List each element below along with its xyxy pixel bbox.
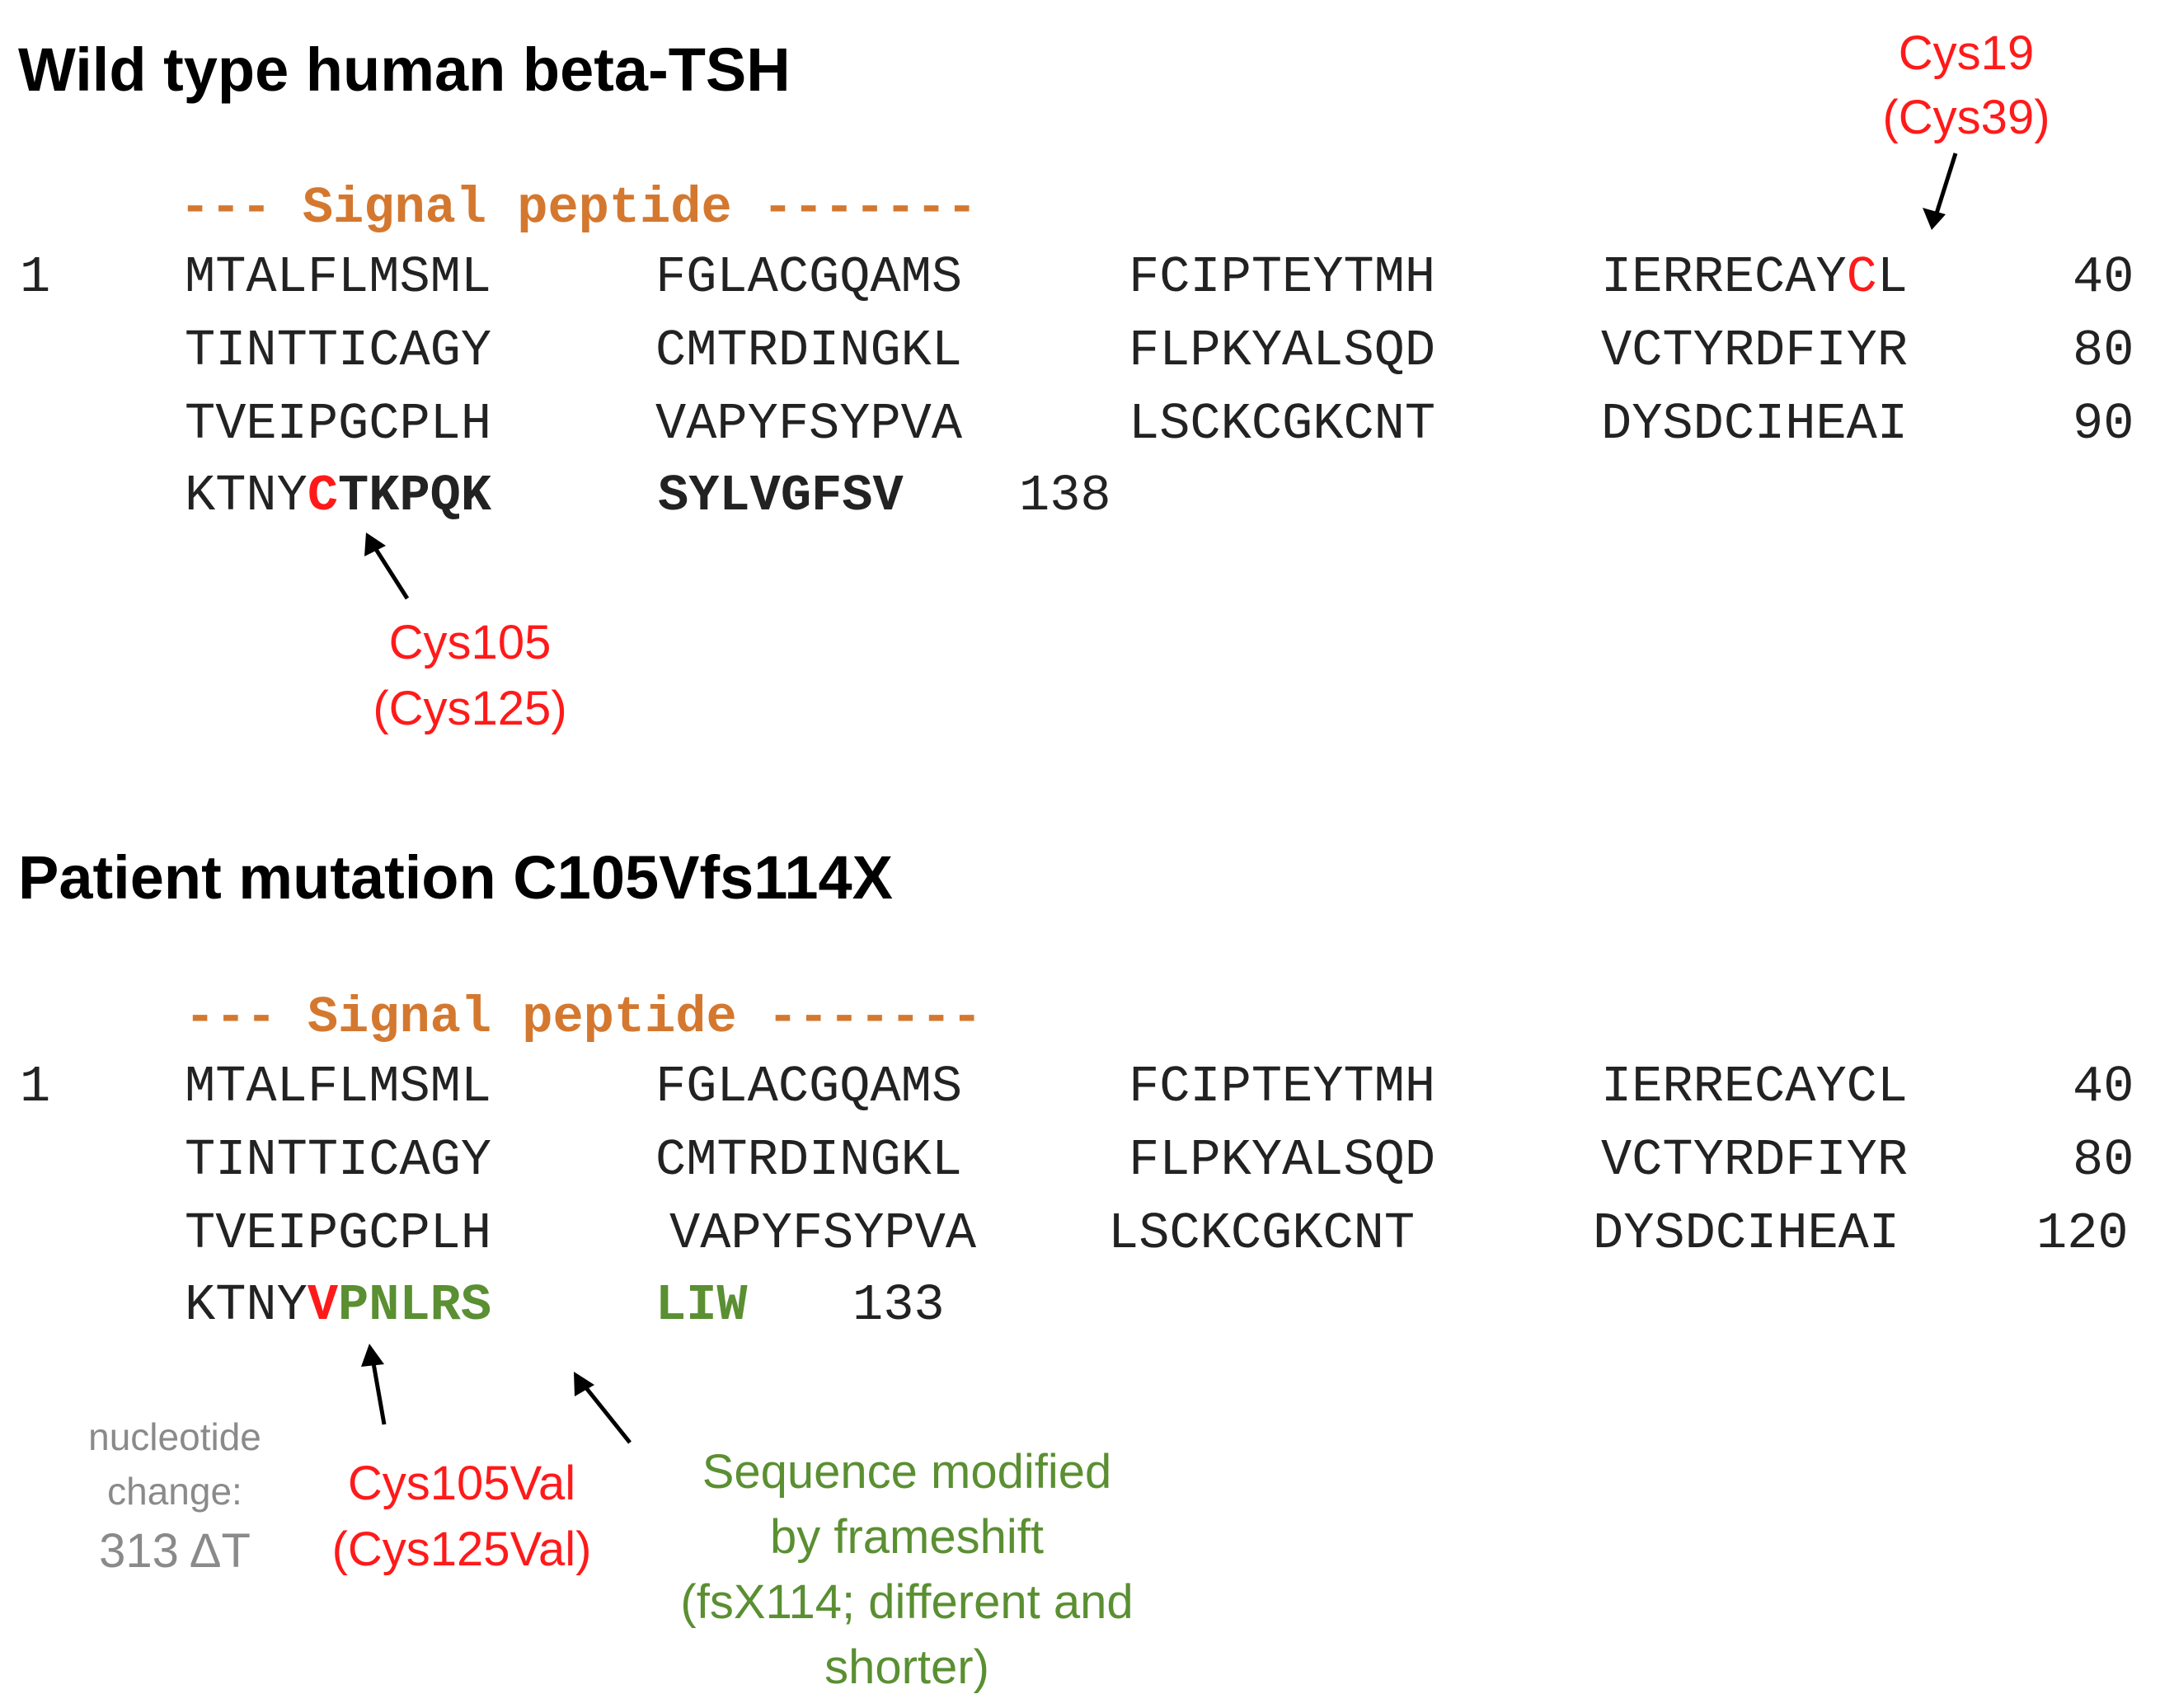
patient-r3-block1: TVEIPGCPLH	[185, 1204, 492, 1263]
patient-r2-block1: TINTTICAGY	[185, 1131, 492, 1190]
cys19-label-line1: Cys19	[1898, 26, 2035, 80]
wildtype-r3-block1: TVEIPGCPLH	[185, 395, 492, 453]
frameshift-arrowhead	[574, 1372, 594, 1396]
patient-r2-block4: VCTYRDFIYR	[1601, 1131, 1909, 1190]
wildtype-cys105-residue: C	[307, 467, 339, 525]
wildtype-r2-block2: CMTRDINGKL	[655, 321, 963, 380]
wildtype-r1-block4-tail: L	[1876, 248, 1909, 307]
patient-r2-block2: CMTRDINGKL	[655, 1131, 963, 1190]
wildtype-r4-rest2: SYLVGFSV	[658, 467, 904, 525]
wildtype-r1-block4: IERRECAYCL	[1601, 252, 1908, 303]
wildtype-r1-end: 40	[2073, 248, 2134, 307]
frameshift-arrow	[582, 1383, 632, 1444]
wildtype-r1-block1: MTALFLMSML	[185, 248, 492, 307]
frameshift-label-line1: Sequence modified	[702, 1445, 1112, 1499]
cys105-arrow	[370, 542, 410, 600]
frameshift-label-line4: shorter)	[824, 1640, 989, 1694]
patient-r4-pre: KTNY	[185, 1276, 308, 1335]
frameshift-label: Sequence modified by frameshift (fsX114;…	[610, 1439, 1204, 1700]
nucleotide-change-label: nucleotide change: 313 ΔT	[51, 1410, 298, 1584]
nucleotide-label-line1: nucleotide	[88, 1415, 261, 1458]
cys19-label: Cys19 (Cys39)	[1859, 21, 2073, 150]
cys105-label-line1: Cys105	[388, 616, 552, 669]
patient-r4-rest1: PNLRS	[338, 1276, 492, 1335]
cys105-label-line2: (Cys125)	[373, 682, 567, 735]
patient-r3-block3: LSCKCGKCNT	[1108, 1204, 1416, 1263]
cys19-label-line2: (Cys39)	[1882, 91, 2050, 144]
frameshift-label-line3: (fsX114; different and	[680, 1575, 1134, 1629]
patient-r3-end: 120	[2036, 1204, 2129, 1263]
wildtype-r4-pre: KTNY	[185, 467, 308, 525]
wildtype-r4-end: 138	[1019, 467, 1111, 525]
v105-arrowhead	[361, 1344, 384, 1367]
frameshift-label-line2: by frameshift	[770, 1510, 1044, 1564]
patient-r4-end: 133	[852, 1276, 945, 1335]
patient-r4-rest2: LIW	[655, 1276, 748, 1335]
wildtype-title: Wild type human beta-TSH	[18, 35, 791, 104]
wildtype-r3-block2: VAPYFSYPVA	[655, 395, 963, 453]
wildtype-r3-block4: DYSDCIHEAI	[1601, 395, 1909, 453]
patient-r3-block4: DYSDCIHEAI	[1593, 1204, 1900, 1263]
patient-r4-group1: KTNYVPNLRS	[185, 1280, 491, 1331]
cys105val-label: Cys105Val (Cys125Val)	[297, 1451, 627, 1583]
wildtype-r4-group1: KTNYCTKPQK	[185, 471, 491, 522]
v105-arrow	[370, 1358, 387, 1425]
patient-r1-block3: FCIPTEYTMH	[1129, 1058, 1436, 1116]
patient-v105-residue: V	[307, 1276, 339, 1335]
wildtype-signal-peptide-label: --- Signal peptide -------	[180, 179, 978, 237]
cys105-label: Cys105 (Cys125)	[338, 610, 602, 742]
patient-r1-block1: MTALFLMSML	[185, 1058, 492, 1116]
patient-start-number: 1	[20, 1058, 51, 1116]
patient-r1-end: 40	[2073, 1058, 2134, 1116]
wildtype-cys19-residue: C	[1846, 248, 1877, 307]
cys19-arrow	[1933, 152, 1958, 217]
nucleotide-label-line2: change:	[107, 1470, 242, 1513]
patient-r1-block2: FGLACGQAMS	[655, 1058, 963, 1116]
wildtype-r2-block4: VCTYRDFIYR	[1601, 321, 1909, 380]
wildtype-r4-rest1: TKPQK	[338, 467, 492, 525]
patient-title: Patient mutation C105Vfs114X	[18, 843, 894, 912]
patient-r2-end: 80	[2073, 1131, 2134, 1190]
wildtype-start-number: 1	[20, 248, 51, 307]
wildtype-r3-end: 90	[2073, 395, 2134, 453]
patient-signal-peptide-label: --- Signal peptide -------	[185, 988, 983, 1047]
wildtype-r2-end: 80	[2073, 321, 2134, 380]
nucleotide-label-line3: 313 ΔT	[99, 1524, 251, 1578]
patient-r3-block2: VAPYFSYPVA	[669, 1204, 977, 1263]
wildtype-r1-block3: FCIPTEYTMH	[1129, 248, 1436, 307]
wildtype-r2-block3: FLPKYALSQD	[1129, 321, 1436, 380]
cys105val-label-line1: Cys105Val	[347, 1457, 576, 1510]
wildtype-r3-block3: LSCKCGKCNT	[1129, 395, 1436, 453]
wildtype-r1-block2: FGLACGQAMS	[655, 248, 963, 307]
cys105val-label-line2: (Cys125Val)	[331, 1523, 592, 1576]
wildtype-r2-block1: TINTTICAGY	[185, 321, 492, 380]
patient-r2-block3: FLPKYALSQD	[1129, 1131, 1436, 1190]
cys19-arrowhead	[1923, 208, 1946, 230]
patient-r1-block4: IERRECAYCL	[1601, 1058, 1909, 1116]
wildtype-r1-block4-main: IERRECAY	[1601, 248, 1847, 307]
cys105-arrowhead	[364, 533, 386, 556]
